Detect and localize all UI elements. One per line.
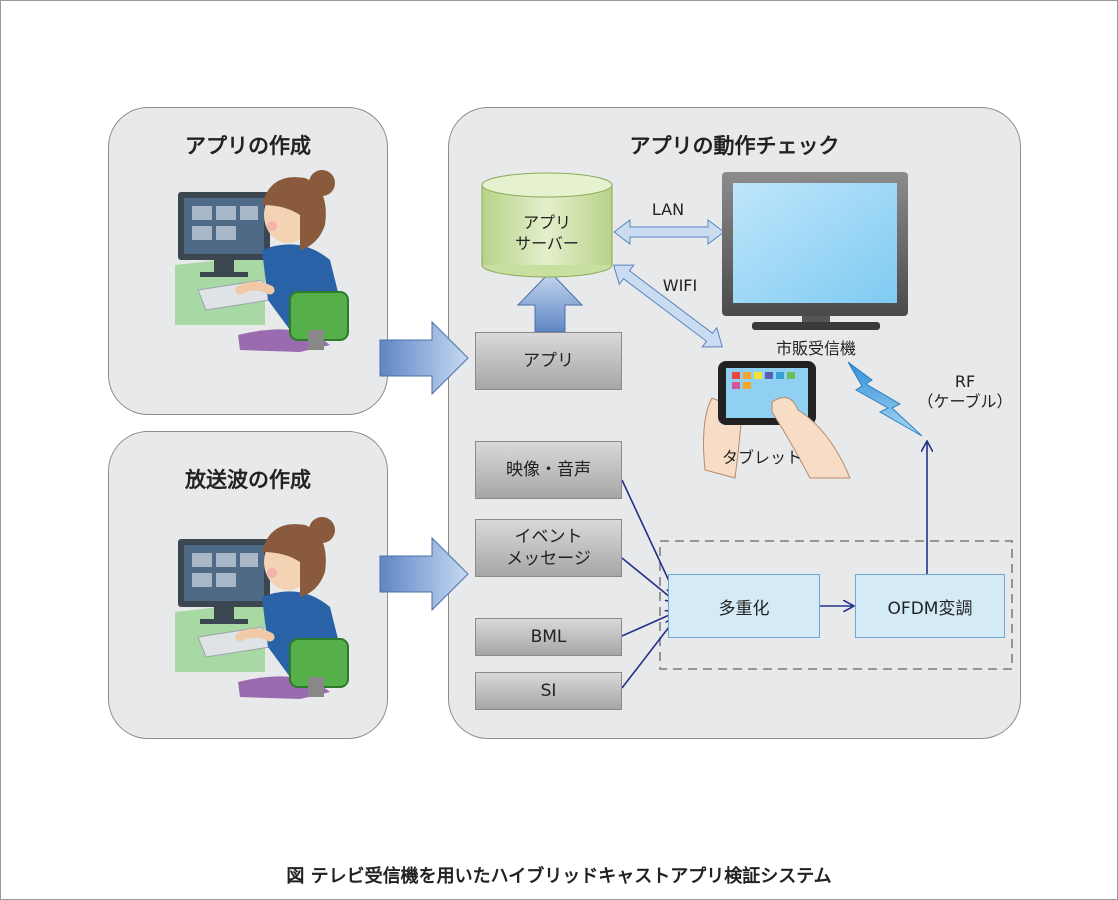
app-server-label: アプリ サーバー bbox=[487, 212, 607, 254]
event-message-line2: メッセージ bbox=[506, 549, 591, 569]
event-message-line1: イベント bbox=[514, 527, 583, 547]
si-box: SI bbox=[475, 672, 622, 710]
line-event-to-mux bbox=[621, 557, 676, 602]
rf-lightning-icon bbox=[847, 361, 923, 437]
tv-receiver bbox=[722, 172, 908, 330]
app-server-label-line2: サーバー bbox=[515, 234, 579, 253]
tablet-label: タブレット bbox=[721, 448, 802, 467]
wifi-arrow bbox=[613, 264, 723, 348]
app-server-cylinder bbox=[481, 172, 613, 278]
lan-arrow bbox=[613, 219, 725, 245]
line-si-to-mux bbox=[621, 618, 676, 689]
line-video-to-mux bbox=[621, 479, 676, 596]
wifi-label: WIFI bbox=[662, 276, 698, 295]
rf-label: RF （ケーブル） bbox=[910, 372, 1020, 412]
multiplex-box: 多重化 bbox=[668, 574, 820, 638]
arrow-app-to-server bbox=[516, 271, 584, 333]
figure-caption: 図 テレビ受信機を用いたハイブリッドキャストアプリ検証システム bbox=[286, 866, 832, 887]
app-creation-panel: アプリの作成 bbox=[108, 107, 388, 415]
app-server-label-line1: アプリ bbox=[522, 213, 571, 232]
developer-illustration-bottom bbox=[175, 517, 349, 699]
commercial-receiver-label: 市販受信機 bbox=[775, 339, 856, 358]
app-creation-title: アプリの作成 bbox=[185, 134, 311, 158]
arrow-broadcast-to-check bbox=[379, 536, 469, 612]
ofdm-box: OFDM変調 bbox=[855, 574, 1005, 638]
arrow-app-to-check bbox=[379, 320, 469, 396]
rf-label-line1: RF bbox=[954, 372, 976, 391]
developer-illustration-top bbox=[175, 170, 349, 352]
broadcast-creation-title: 放送波の作成 bbox=[185, 468, 311, 492]
app-box: アプリ bbox=[475, 332, 622, 390]
app-check-title: アプリの動作チェック bbox=[629, 134, 840, 158]
event-message-box: イベント メッセージ bbox=[475, 519, 622, 577]
video-audio-box: 映像・音声 bbox=[475, 441, 622, 499]
tablet-illustration bbox=[703, 361, 851, 479]
bml-box: BML bbox=[475, 618, 622, 656]
rf-label-line2: （ケーブル） bbox=[917, 392, 1013, 411]
lan-label: LAN bbox=[651, 200, 685, 219]
